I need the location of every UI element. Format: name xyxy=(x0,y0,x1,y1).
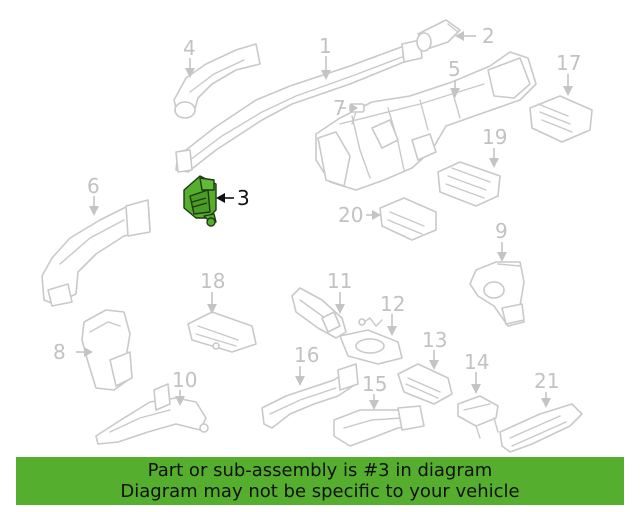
part-6-duct xyxy=(41,199,151,307)
part-20-vent xyxy=(379,197,437,241)
part-15-duct xyxy=(333,405,425,447)
callout-11: 11 xyxy=(327,269,352,293)
part-16-duct xyxy=(261,363,359,429)
part-4-duct xyxy=(173,43,261,119)
callout-4: 4 xyxy=(183,36,196,60)
part-5-duct-assembly xyxy=(315,51,537,191)
banner-line-1: Part or sub-assembly is #3 in diagram xyxy=(147,460,493,481)
part-2-connector xyxy=(416,19,461,52)
callout-6: 6 xyxy=(87,174,100,198)
callout-3: 3 xyxy=(237,186,250,210)
part-3-highlighted xyxy=(183,175,217,227)
callout-21: 21 xyxy=(534,369,559,393)
part-14-bracket xyxy=(457,395,499,439)
part-17-vent xyxy=(529,95,593,143)
callout-18: 18 xyxy=(200,269,225,293)
callout-14: 14 xyxy=(464,350,489,374)
part-8-duct xyxy=(81,309,133,391)
callout-5: 5 xyxy=(448,57,461,81)
callout-16: 16 xyxy=(294,343,319,367)
callout-1: 1 xyxy=(319,34,332,58)
callout-labels: 1 2 3 4 5 6 7 8 9 10 11 12 13 14 15 16 1… xyxy=(53,24,581,396)
part-9-duct xyxy=(469,261,525,327)
callout-12: 12 xyxy=(380,292,405,316)
leader-lines xyxy=(76,31,573,410)
callout-8: 8 xyxy=(53,340,66,364)
callout-7: 7 xyxy=(333,96,346,120)
parts-diagram: 1 2 3 4 5 6 7 8 9 10 11 12 13 14 15 16 1… xyxy=(41,19,593,453)
callout-2: 2 xyxy=(482,24,495,48)
part-12-register xyxy=(339,317,403,365)
callout-20: 20 xyxy=(338,203,363,227)
callout-3-arrow xyxy=(216,193,225,203)
callout-15: 15 xyxy=(362,372,387,396)
callout-9: 9 xyxy=(495,219,508,243)
callout-10: 10 xyxy=(172,368,197,392)
info-banner: Part or sub-assembly is #3 in diagram Di… xyxy=(16,457,624,505)
callout-19: 19 xyxy=(482,125,507,149)
part-19-vent xyxy=(437,161,501,207)
part-21-vent xyxy=(499,403,583,453)
callout-13: 13 xyxy=(422,328,447,352)
part-13-vent xyxy=(397,363,453,405)
part-10-duct xyxy=(95,383,209,445)
banner-line-2: Diagram may not be specific to your vehi… xyxy=(120,481,520,502)
callout-17: 17 xyxy=(556,51,581,75)
part-11-duct xyxy=(291,287,347,339)
part-18-vent xyxy=(187,311,257,353)
